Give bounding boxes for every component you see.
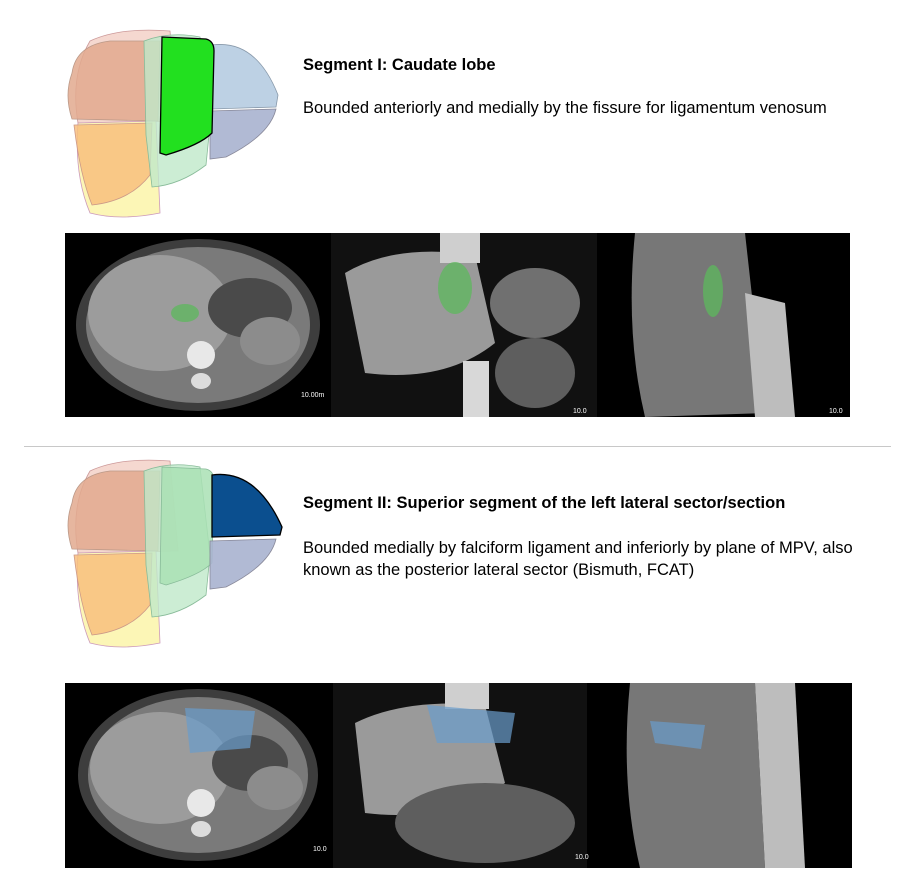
- ct-axial-highlight: [185, 708, 255, 753]
- ct-coronal-highlight: [438, 262, 472, 314]
- liver-segment-caudate: [159, 466, 215, 586]
- ct-scale-label: 10.0: [573, 408, 587, 415]
- liver-diagram-segment-1: [67, 29, 279, 218]
- ct-image-strip-segment-2: 10.0 10.0: [65, 683, 852, 868]
- ct-scale-label: 10.0: [829, 408, 843, 415]
- segment-2-description: Bounded medially by falciform ligament a…: [303, 539, 853, 579]
- ct-coronal-highlight: [427, 705, 515, 743]
- segment-1-title: Segment I: Caudate lobe: [303, 56, 496, 74]
- ct-sagittal-view: [599, 233, 850, 417]
- ct-scale-label: 10.0: [313, 846, 327, 853]
- segment-1-description: Bounded anteriorly and medially by the f…: [303, 99, 827, 117]
- liver-segment-highlight: [211, 473, 283, 538]
- ct-image-strip-segment-1: 10.00m 10.0 10.0: [65, 233, 850, 417]
- liver-segment-lower-right: [73, 122, 153, 206]
- ct-sagittal-highlight: [650, 721, 705, 749]
- liver-segment-slate: [209, 538, 277, 590]
- liver-segment-blue-light: [211, 44, 279, 110]
- liver-segment-slate: [209, 108, 277, 160]
- liver-segment-lower-right: [73, 552, 153, 636]
- ct-scale-label: 10.0: [575, 854, 589, 861]
- ct-images-1: 10.00m 10.0 10.0: [76, 233, 850, 417]
- segment-2-title: Segment II: Superior segment of the left…: [303, 494, 786, 512]
- ct-images-2: 10.0 10.0: [78, 683, 852, 868]
- ct-axial-highlight: [171, 304, 199, 322]
- ct-axial-view: [78, 689, 318, 861]
- ct-coronal-view: [331, 233, 597, 417]
- ct-sagittal-highlight: [703, 265, 723, 317]
- ct-sagittal-view: [590, 683, 852, 868]
- ct-axial-view: [76, 239, 320, 411]
- liver-segment-highlight: [159, 36, 215, 156]
- ct-coronal-view: [333, 683, 587, 868]
- liver-diagram-segment-2: [67, 459, 283, 648]
- ct-scale-label: 10.00m: [301, 392, 325, 399]
- section-divider: [24, 446, 891, 447]
